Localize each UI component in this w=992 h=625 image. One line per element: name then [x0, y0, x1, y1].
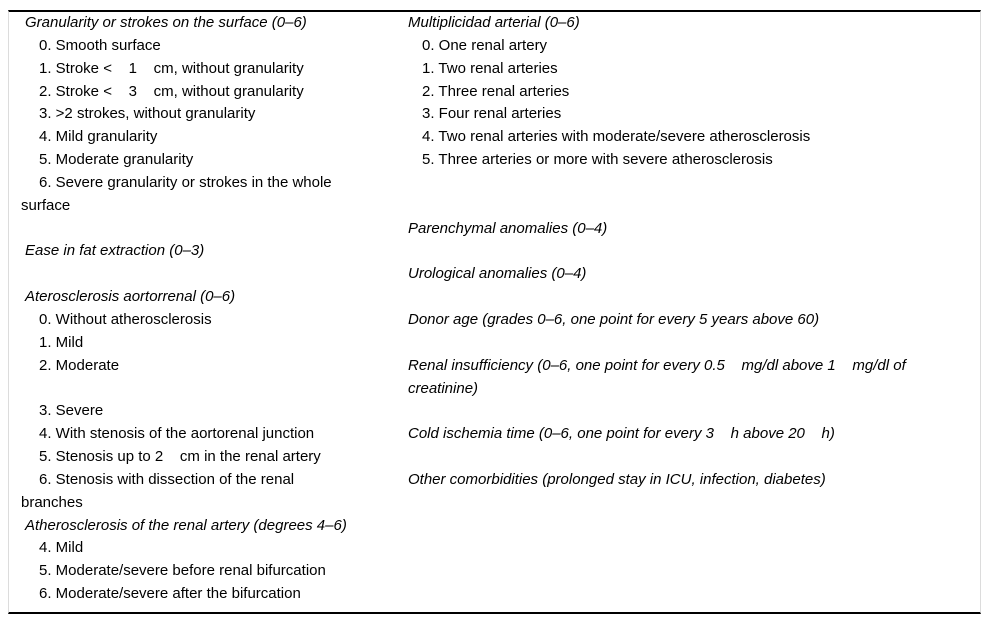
section-heading: Cold ischemia time (0–6, one point for e… [408, 425, 835, 443]
grade-item: 0. Without atherosclerosis [39, 310, 212, 328]
grade-item: 5. Three arteries or more with severe at… [422, 151, 773, 169]
grade-item: 4. Two renal arteries with moderate/seve… [422, 128, 811, 146]
spacer-line [21, 263, 399, 286]
spacer-line [404, 446, 976, 469]
section-heading: Granularity or strokes on the surface (0… [25, 14, 307, 31]
grade-item: 1. Mild [39, 333, 84, 351]
section-heading: Ease in fat extraction (0–3) [25, 242, 205, 260]
section-heading: Atherosclerosis of the renal artery (deg… [25, 516, 347, 534]
wrapped-line: branches [21, 493, 83, 511]
section-heading: Parenchymal anomalies (0–4) [408, 219, 608, 237]
grade-item: 3. >2 strokes, without granularity [39, 105, 256, 123]
grade-item: 5. Moderate granularity [39, 151, 194, 169]
section-heading: Donor age (grades 0–6, one point for eve… [408, 310, 820, 328]
section-heading: Aterosclerosis aortorrenal (0–6) [25, 288, 236, 306]
grade-item: 5. Stenosis up to 2 cm in the renal arte… [39, 448, 321, 466]
grade-item: 3. Four renal arteries [422, 105, 562, 123]
table-column-right: Multiplicidad arterial (0–6) 0. One renal… [404, 12, 976, 492]
section-heading: Urological anomalies (0–4) [408, 265, 587, 283]
grade-item: 4. Mild [39, 539, 84, 557]
section-heading: Other comorbidities (prolonged stay in I… [408, 470, 826, 488]
spacer-line [404, 195, 976, 218]
spacer-line [404, 240, 976, 263]
grade-item: 5. Moderate/severe before renal bifurcat… [39, 562, 326, 580]
spacer-line [404, 172, 976, 195]
spacer-line [404, 332, 976, 355]
grade-item: 0. Smooth surface [39, 36, 161, 54]
grade-item: 2. Stroke < 3 cm, without granularity [39, 82, 304, 100]
spacer-line [404, 286, 976, 309]
grade-item: 3. Severe [39, 402, 104, 420]
table-column-left: Granularity or strokes on the surface (0… [21, 12, 399, 606]
grade-item: 6. Stenosis with dissection of the renal [39, 470, 295, 488]
grade-item: 1. Stroke < 1 cm, without granularity [39, 59, 304, 77]
grade-item: 1. Two renal arteries [422, 59, 558, 77]
spacer-line [21, 378, 399, 401]
spacer-line [21, 218, 399, 241]
grade-item: 6. Moderate/severe after the bifurcation [39, 585, 301, 603]
grade-item: 4. Mild granularity [39, 128, 158, 146]
grade-item: 6. Severe granularity or strokes in the … [39, 173, 332, 191]
section-heading: creatinine) [408, 379, 479, 397]
section-heading: Renal insufficiency (0–6, one point for … [408, 356, 906, 374]
grade-item: 0. One renal artery [422, 36, 548, 54]
wrapped-line: surface [21, 196, 71, 214]
grade-item: 2. Three renal arteries [422, 82, 570, 100]
criteria-table-frame: Granularity or strokes on the surface (0… [8, 10, 981, 614]
grade-item: 4. With stenosis of the aortorenal junct… [39, 425, 315, 443]
grade-item: 2. Moderate [39, 356, 120, 374]
section-heading: Multiplicidad arterial (0–6) [408, 14, 580, 31]
spacer-line [404, 400, 976, 423]
